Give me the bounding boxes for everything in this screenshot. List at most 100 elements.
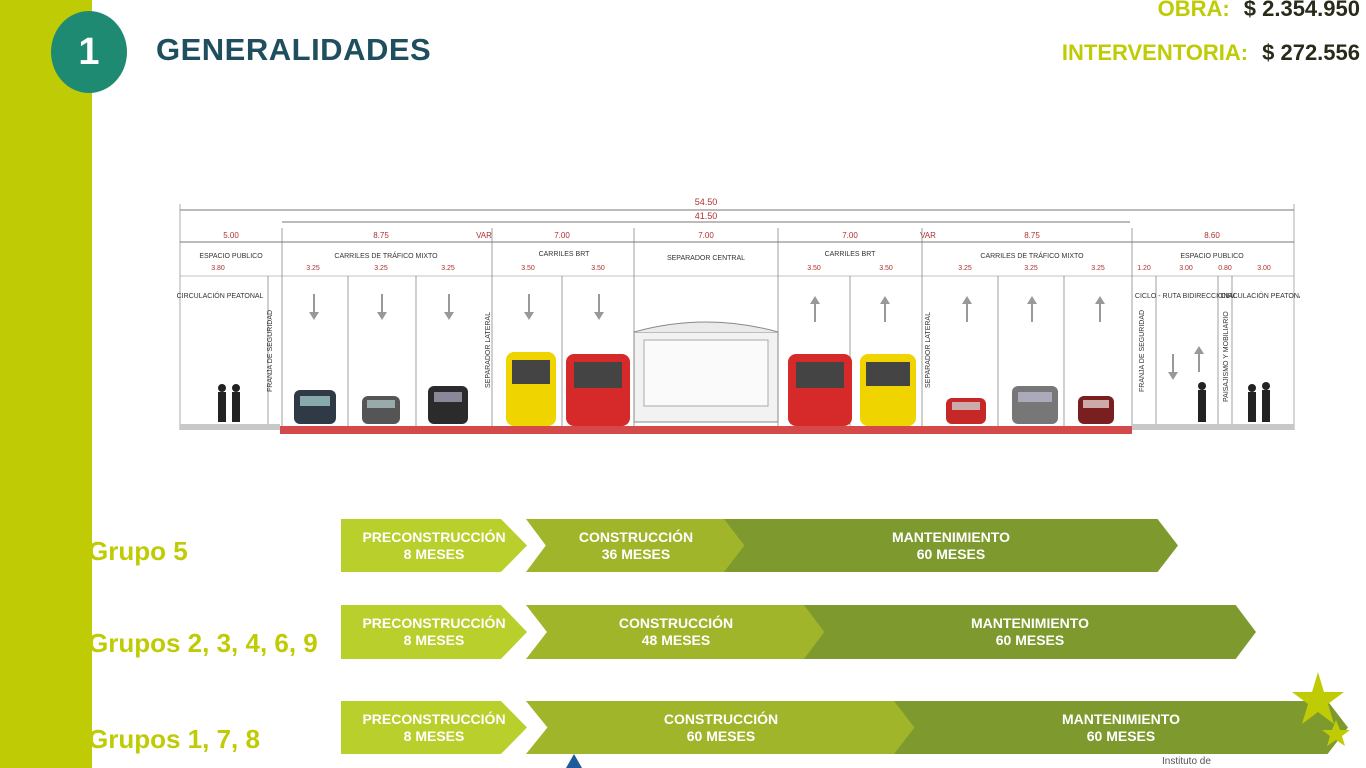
phase-title: MANTENIMIENTO <box>892 528 1010 545</box>
star-logo-icon <box>1292 672 1350 746</box>
interventoria-cost: INTERVENTORIA: $ 272.556 <box>1062 40 1360 66</box>
phase-duration: 36 MESES <box>601 545 671 562</box>
phase-duration: 60 MESES <box>995 632 1065 648</box>
label-separador-central: SEPARADOR CENTRAL <box>667 255 745 262</box>
lane-width-right-2: 3.25 <box>1024 265 1038 272</box>
inner-width-label: 41.50 <box>695 211 718 221</box>
blue-logo-icon <box>566 754 582 768</box>
obra-value: $ 2.354.950 <box>1243 0 1360 21</box>
phase-title: CONSTRUCCIÓN <box>578 528 694 545</box>
phase-mantenimiento-row2: MANTENIMIENTO 60 MESES <box>804 605 1256 659</box>
phase-title: MANTENIMIENTO <box>971 615 1089 631</box>
phase-duration: 48 MESES <box>641 632 711 648</box>
dim-mixto-right: 8.75 <box>1024 231 1040 240</box>
label-espacio-publico-left: ESPACIO PUBLICO <box>199 253 263 260</box>
right-width-4: 3.00 <box>1257 265 1271 272</box>
car-icon <box>1012 386 1058 424</box>
car-icon <box>294 390 336 424</box>
obra-label: OBRA: <box>1157 0 1230 21</box>
row-label-grupos-2-3-4-6-9: Grupos 2, 3, 4, 6, 9 <box>88 628 318 658</box>
label-carriles-mixto-left: CARRILES DE TRÁFICO MIXTO <box>334 251 438 260</box>
car-icon <box>1078 396 1114 424</box>
bus-yellow-right <box>860 354 916 426</box>
dim-espacio-right: 8.60 <box>1204 231 1220 240</box>
phase-construccion-row3: CONSTRUCCIÓN 60 MESES <box>526 701 916 754</box>
phase-duration: 8 MESES <box>403 545 465 562</box>
dim-var-left: VAR <box>476 231 492 240</box>
label-carriles-mixto-right: CARRILES DE TRÁFICO MIXTO <box>980 251 1084 260</box>
dim-separador: 7.00 <box>698 231 714 240</box>
interventoria-value: $ 272.556 <box>1262 40 1360 65</box>
phase-duration: 60 MESES <box>1086 727 1156 744</box>
dim-brt-left: 7.00 <box>554 231 570 240</box>
phase-duration: 60 MESES <box>686 727 756 744</box>
brt-width-right-2: 3.50 <box>879 265 893 272</box>
road-surface <box>280 426 1132 434</box>
phase-mantenimiento-row1: MANTENIMIENTO 60 MESES <box>724 519 1178 572</box>
lane-width-right-1: 3.25 <box>958 265 972 272</box>
label-circulacion-peatonal-right: CIRCULACIÓN PEATONAL <box>1221 291 1300 300</box>
phase-title: PRECONSTRUCCIÓN <box>362 528 506 545</box>
phase-preconstruccion-row2: PRECONSTRUCCIÓN 8 MESES <box>341 605 527 659</box>
lane-width-right-3: 3.25 <box>1091 265 1105 272</box>
dim-espacio-left: 5.00 <box>223 231 239 240</box>
lane-width-left-1: 3.25 <box>306 265 320 272</box>
road-cross-section-diagram: 54.50 41.50 5.00 8.75 VAR 7.00 7.00 7.00… <box>177 197 1300 434</box>
brt-width-left-1: 3.50 <box>521 265 535 272</box>
phase-preconstruccion-row1: PRECONSTRUCCIÓN 8 MESES <box>341 519 527 572</box>
phase-title: MANTENIMIENTO <box>1062 710 1180 727</box>
page-title: GENERALIDADES <box>156 32 432 67</box>
label-franja-right: FRANJA DE SEGURIDAD <box>1139 310 1146 392</box>
car-icon <box>428 386 468 424</box>
side-accent-bar <box>0 0 92 768</box>
phase-title: CONSTRUCCIÓN <box>618 615 734 631</box>
lane-arrows <box>309 294 1204 380</box>
dim-var-right: VAR <box>920 231 936 240</box>
right-width-1: 1.20 <box>1137 265 1151 272</box>
phase-construccion-row2: CONSTRUCCIÓN 48 MESES <box>526 605 826 659</box>
phase-title: PRECONSTRUCCIÓN <box>362 615 506 631</box>
section-number-badge: 1 <box>51 11 127 93</box>
label-paisajismo: PAISAJISMO Y MOBILIARIO <box>1223 311 1230 402</box>
label-separador-lateral-left: SEPARADOR LATERAL <box>485 312 492 388</box>
label-franja-left: FRANJA DE SEGURIDAD <box>267 310 274 392</box>
phase-construccion-row1: CONSTRUCCIÓN 36 MESES <box>526 519 746 572</box>
sidewalk-right <box>1132 424 1294 430</box>
label-carriles-brt-left: CARRILES BRT <box>539 251 591 258</box>
car-icon <box>362 396 400 424</box>
label-espacio-left-width: 3.80 <box>211 265 225 272</box>
central-station <box>633 321 779 423</box>
pedestrian-icons <box>218 382 1270 422</box>
phase-title: CONSTRUCCIÓN <box>663 710 779 727</box>
right-width-2: 3.00 <box>1179 265 1193 272</box>
label-carriles-brt-right: CARRILES BRT <box>825 251 877 258</box>
label-espacio-publico-right: ESPACIO PUBLICO <box>1180 253 1244 260</box>
right-width-3: 0.80 <box>1218 265 1232 272</box>
obra-cost: OBRA: $ 2.354.950 <box>1158 0 1360 22</box>
institute-logo-text: Instituto de <box>1162 756 1211 767</box>
bus-red-right <box>788 354 852 426</box>
total-width-label: 54.50 <box>695 197 718 207</box>
sidewalk-left <box>180 424 280 430</box>
phase-title: PRECONSTRUCCIÓN <box>362 710 506 727</box>
row-label-grupos-1-7-8: Grupos 1, 7, 8 <box>88 724 260 754</box>
phase-duration: 60 MESES <box>916 545 986 562</box>
lane-width-left-2: 3.25 <box>374 265 388 272</box>
brt-width-left-2: 3.50 <box>591 265 605 272</box>
interventoria-label: INTERVENTORIA: <box>1061 40 1249 65</box>
dim-brt-right: 7.00 <box>842 231 858 240</box>
dim-mixto-left: 8.75 <box>373 231 389 240</box>
phase-mantenimiento-row3: MANTENIMIENTO 60 MESES <box>894 701 1348 754</box>
phase-duration: 8 MESES <box>403 632 465 648</box>
brt-width-right-1: 3.50 <box>807 265 821 272</box>
label-circulacion-peatonal-left: CIRCULACIÓN PEATONAL <box>177 291 264 300</box>
phase-duration: 8 MESES <box>403 727 465 744</box>
car-icon <box>946 398 986 424</box>
bus-yellow-left <box>506 352 556 426</box>
phase-preconstruccion-row3: PRECONSTRUCCIÓN 8 MESES <box>341 701 527 754</box>
lane-width-left-3: 3.25 <box>441 265 455 272</box>
bus-red-left <box>566 354 630 426</box>
label-ciclo-ruta: CICLO - RUTA BIDIRECCIONAL <box>1135 293 1237 300</box>
row-label-grupo-5: Grupo 5 <box>88 536 188 566</box>
label-separador-lateral-right: SEPARADOR LATERAL <box>925 312 932 388</box>
